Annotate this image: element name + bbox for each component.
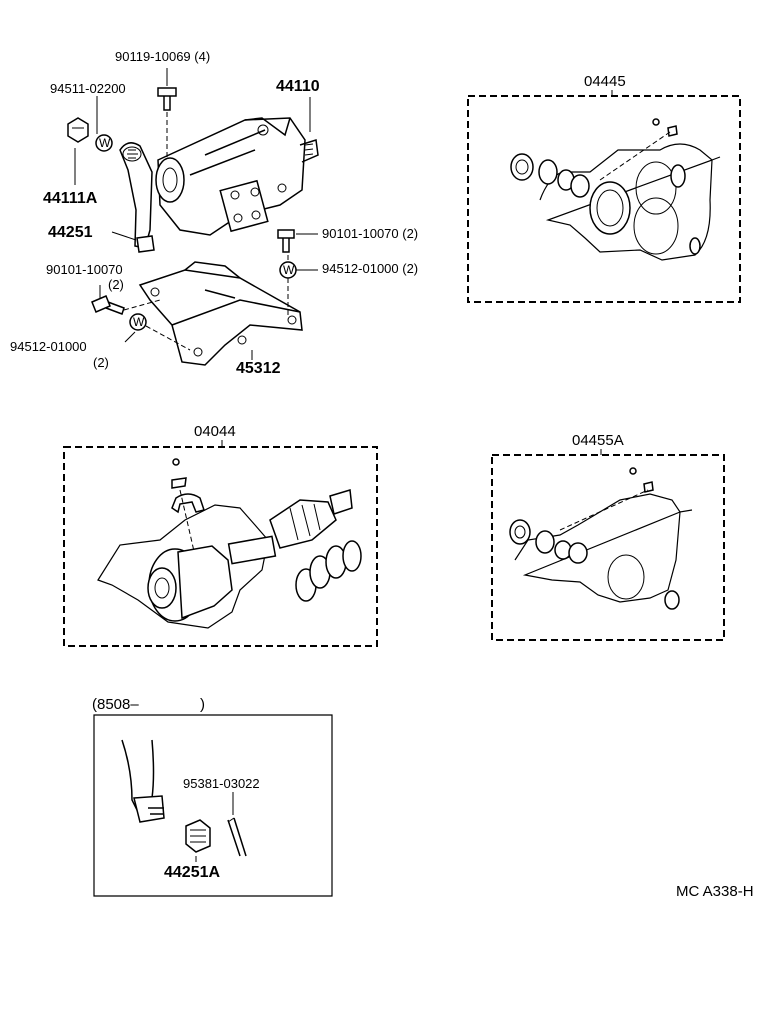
label-arm-44251: 44251: [48, 224, 93, 241]
label-pin-95381: 95381-03022: [183, 776, 260, 791]
washer-94511: [95, 134, 113, 152]
pitman-arm: [119, 142, 155, 253]
label-washer-94512-left: 94512-01000: [10, 339, 87, 354]
nut-44111A-part: [67, 117, 89, 143]
kit-04445-box: [467, 90, 741, 303]
kit-04455A-box: [491, 449, 725, 641]
label-washer-94512-left-qty: (2): [93, 355, 109, 370]
label-bracket-45312: 45312: [236, 360, 281, 377]
washer-mark-94512-right: W: [283, 263, 295, 277]
label-inset-nut-44251A: 44251A: [164, 864, 221, 881]
bolt-90119: [157, 87, 177, 111]
bracket-45312-part: [138, 261, 303, 366]
inset-box: [93, 714, 333, 897]
washer-mark-94511: W: [99, 136, 111, 150]
label-washer-94512-right: 94512-01000 (2): [322, 261, 419, 276]
label-kit-04044: 04044: [194, 423, 236, 440]
kit-04044-box: [63, 440, 378, 647]
label-bolt-90119: 90119-10069 (4): [115, 49, 211, 64]
label-inset-range-open: (8508–: [92, 696, 139, 713]
label-bolt-90101-left-qty: (2): [108, 277, 124, 292]
bolt-90101-right: [277, 229, 295, 253]
label-inset-range-close: ): [200, 696, 205, 713]
label-gear-housing-44110: 44110: [276, 78, 320, 95]
label-nut-44111A: 44111A: [43, 190, 98, 207]
label-kit-04445: 04445: [584, 73, 626, 90]
washer-mark-94512-left: W: [133, 315, 145, 329]
label-kit-04455A: 04455A: [572, 432, 624, 449]
label-washer-94511: 94511-02200: [50, 81, 126, 96]
steering-gear-housing: [155, 117, 319, 236]
leaders-top-left: [74, 68, 318, 360]
label-bolt-90101-right: 90101-10070 (2): [322, 226, 419, 241]
bolt-90101-left: [91, 295, 125, 315]
figure-code: MC A338-H: [676, 883, 754, 900]
label-bolt-90101-left: 90101-10070: [46, 262, 123, 277]
washer-94512-left: [129, 313, 147, 331]
